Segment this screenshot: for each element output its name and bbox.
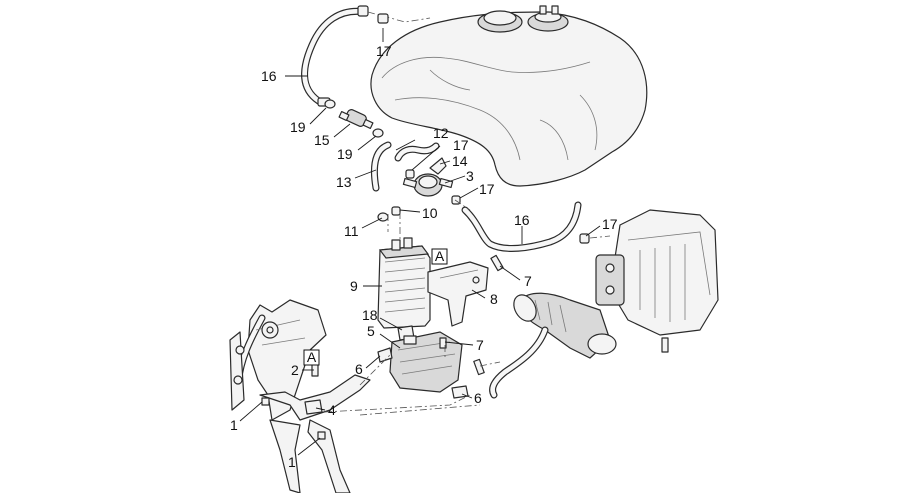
intake-duct [513,292,617,359]
purge-valve-3 [402,173,454,197]
callout-3: 3 [466,168,474,184]
callout-5: 5 [367,323,375,339]
callout-labels: 16 17 19 15 12 17 19 14 13 3 17 16 17 11… [230,43,618,470]
screw-7-upper [490,254,504,272]
callout-10: 10 [422,205,438,221]
leader-lines [239,28,601,456]
callout-16: 16 [514,212,530,228]
clamp-17-valve [405,169,461,205]
callout-12: 12 [433,125,449,141]
callout-19: 19 [337,146,353,162]
air-filter-box [595,209,719,353]
clip-6-left [377,347,393,363]
breather-hose-upper [301,5,369,107]
hose-13 [370,141,392,192]
callout-2: 2 [291,362,299,378]
clamp-19-lower [372,128,384,138]
callout-18: 18 [362,307,378,323]
hose-12 [394,142,440,162]
callout-17: 17 [479,181,495,197]
assembly-lines [324,199,611,416]
reference-mark-label: A [435,248,445,264]
screw-1 [261,397,326,440]
reference-mark-label: A [307,349,317,365]
callout-11: 11 [344,223,359,239]
callout-7: 7 [524,273,532,289]
carbon-canister-9 [377,237,431,329]
callout-15: 15 [314,132,330,148]
callout-17: 17 [376,43,392,59]
fuel-tank [370,5,648,187]
callout-17: 17 [602,216,618,232]
hose-clamp-17-top [377,13,389,24]
bracket-14 [429,157,447,175]
screw-7-lower [439,337,485,376]
clamp-17-airbox [579,233,590,244]
callout-14: 14 [452,153,468,169]
callout-7: 7 [476,337,484,353]
reference-mark-a-bracket: A [431,248,448,265]
callout-6: 6 [355,361,363,377]
drain-hose [489,326,549,399]
callout-13: 13 [336,174,352,190]
spacer-10 [391,206,401,216]
callout-6: 6 [474,390,482,406]
canister-bracket-8 [427,261,489,327]
callout-1: 1 [288,454,296,470]
reference-mark-a-frame: A [303,349,320,366]
clamp-19-upper [324,99,336,109]
frame-section [229,299,371,493]
grommet-11 [377,212,389,222]
callout-9: 9 [350,278,358,294]
callout-16: 16 [261,68,277,84]
breather-hose-lower [461,201,582,252]
clip-6-right [451,385,469,399]
one-way-valve-15 [338,109,374,130]
canister-holder-5 [389,331,463,393]
callout-4: 4 [328,402,336,418]
callout-17: 17 [453,137,469,153]
clamp-4 [304,399,323,415]
callout-19: 19 [290,119,306,135]
callout-1: 1 [230,417,238,433]
callout-8: 8 [490,291,498,307]
